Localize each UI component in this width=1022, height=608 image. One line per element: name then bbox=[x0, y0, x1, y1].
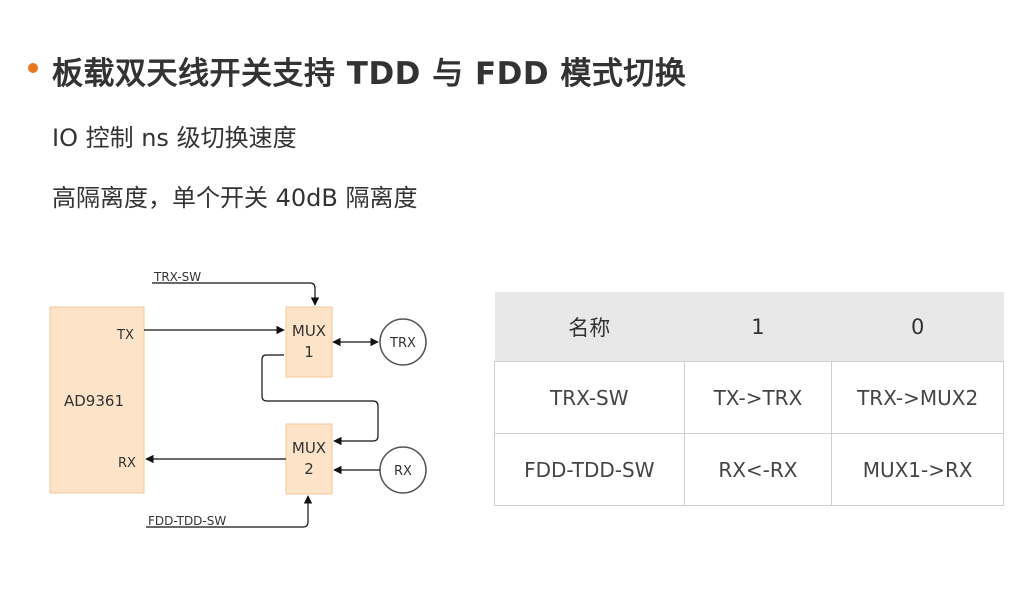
table-row: FDD-TDD-SW RX<-RX MUX1->RX bbox=[494, 433, 1004, 506]
trx-sw-control-label: TRX-SW bbox=[153, 270, 201, 284]
subline-isolation: 高隔离度，单个开关 40dB 隔离度 bbox=[52, 184, 418, 212]
rx-port-label: RX bbox=[118, 456, 136, 471]
subline-ns-switching: IO 控制 ns 级切换速度 bbox=[52, 124, 297, 152]
table-cell: FDD-TDD-SW bbox=[494, 433, 685, 506]
table-cell: TRX->MUX2 bbox=[831, 361, 1004, 434]
table-cell: TRX-SW bbox=[494, 361, 685, 434]
table-row: TRX-SW TX->TRX TRX->MUX2 bbox=[494, 361, 1004, 434]
trx-sw-control-arrow bbox=[152, 282, 320, 306]
fdd-tdd-sw-control-arrow bbox=[146, 495, 313, 528]
mux2-number: 2 bbox=[304, 460, 314, 478]
header-1: 1 bbox=[684, 292, 832, 362]
mux2-label: MUX bbox=[292, 439, 326, 457]
mux1-block bbox=[285, 306, 333, 378]
mux1-to-mux2-arrow bbox=[261, 354, 379, 446]
trx-antenna bbox=[379, 318, 427, 366]
table-cell: TX->TRX bbox=[683, 361, 833, 434]
headline: 板载双天线开关支持 TDD 与 FDD 模式切换 bbox=[52, 56, 687, 92]
mux2-block bbox=[285, 423, 333, 495]
ad9361-block bbox=[49, 306, 145, 494]
trx-antenna-label: TRX bbox=[389, 336, 416, 351]
bullet-dot bbox=[28, 63, 38, 73]
tx-port-label: TX bbox=[116, 328, 134, 343]
mux1-label: MUX bbox=[292, 322, 326, 340]
table-header-row: 名称 1 0 bbox=[494, 292, 1004, 362]
fdd-tdd-sw-control-label: FDD-TDD-SW bbox=[148, 514, 226, 528]
table-cell: MUX1->RX bbox=[831, 433, 1004, 506]
header-name: 名称 bbox=[494, 292, 685, 362]
mux1-number: 1 bbox=[304, 343, 314, 361]
ad9361-label: AD9361 bbox=[64, 392, 124, 410]
switch-truth-table: 名称 1 0 TRX-SW TX->TRX TRX->MUX2 FDD-TDD-… bbox=[494, 292, 1004, 506]
table-cell: RX<-RX bbox=[683, 433, 833, 506]
rx-antenna-label: RX bbox=[394, 464, 412, 479]
header-0: 0 bbox=[831, 292, 1004, 362]
